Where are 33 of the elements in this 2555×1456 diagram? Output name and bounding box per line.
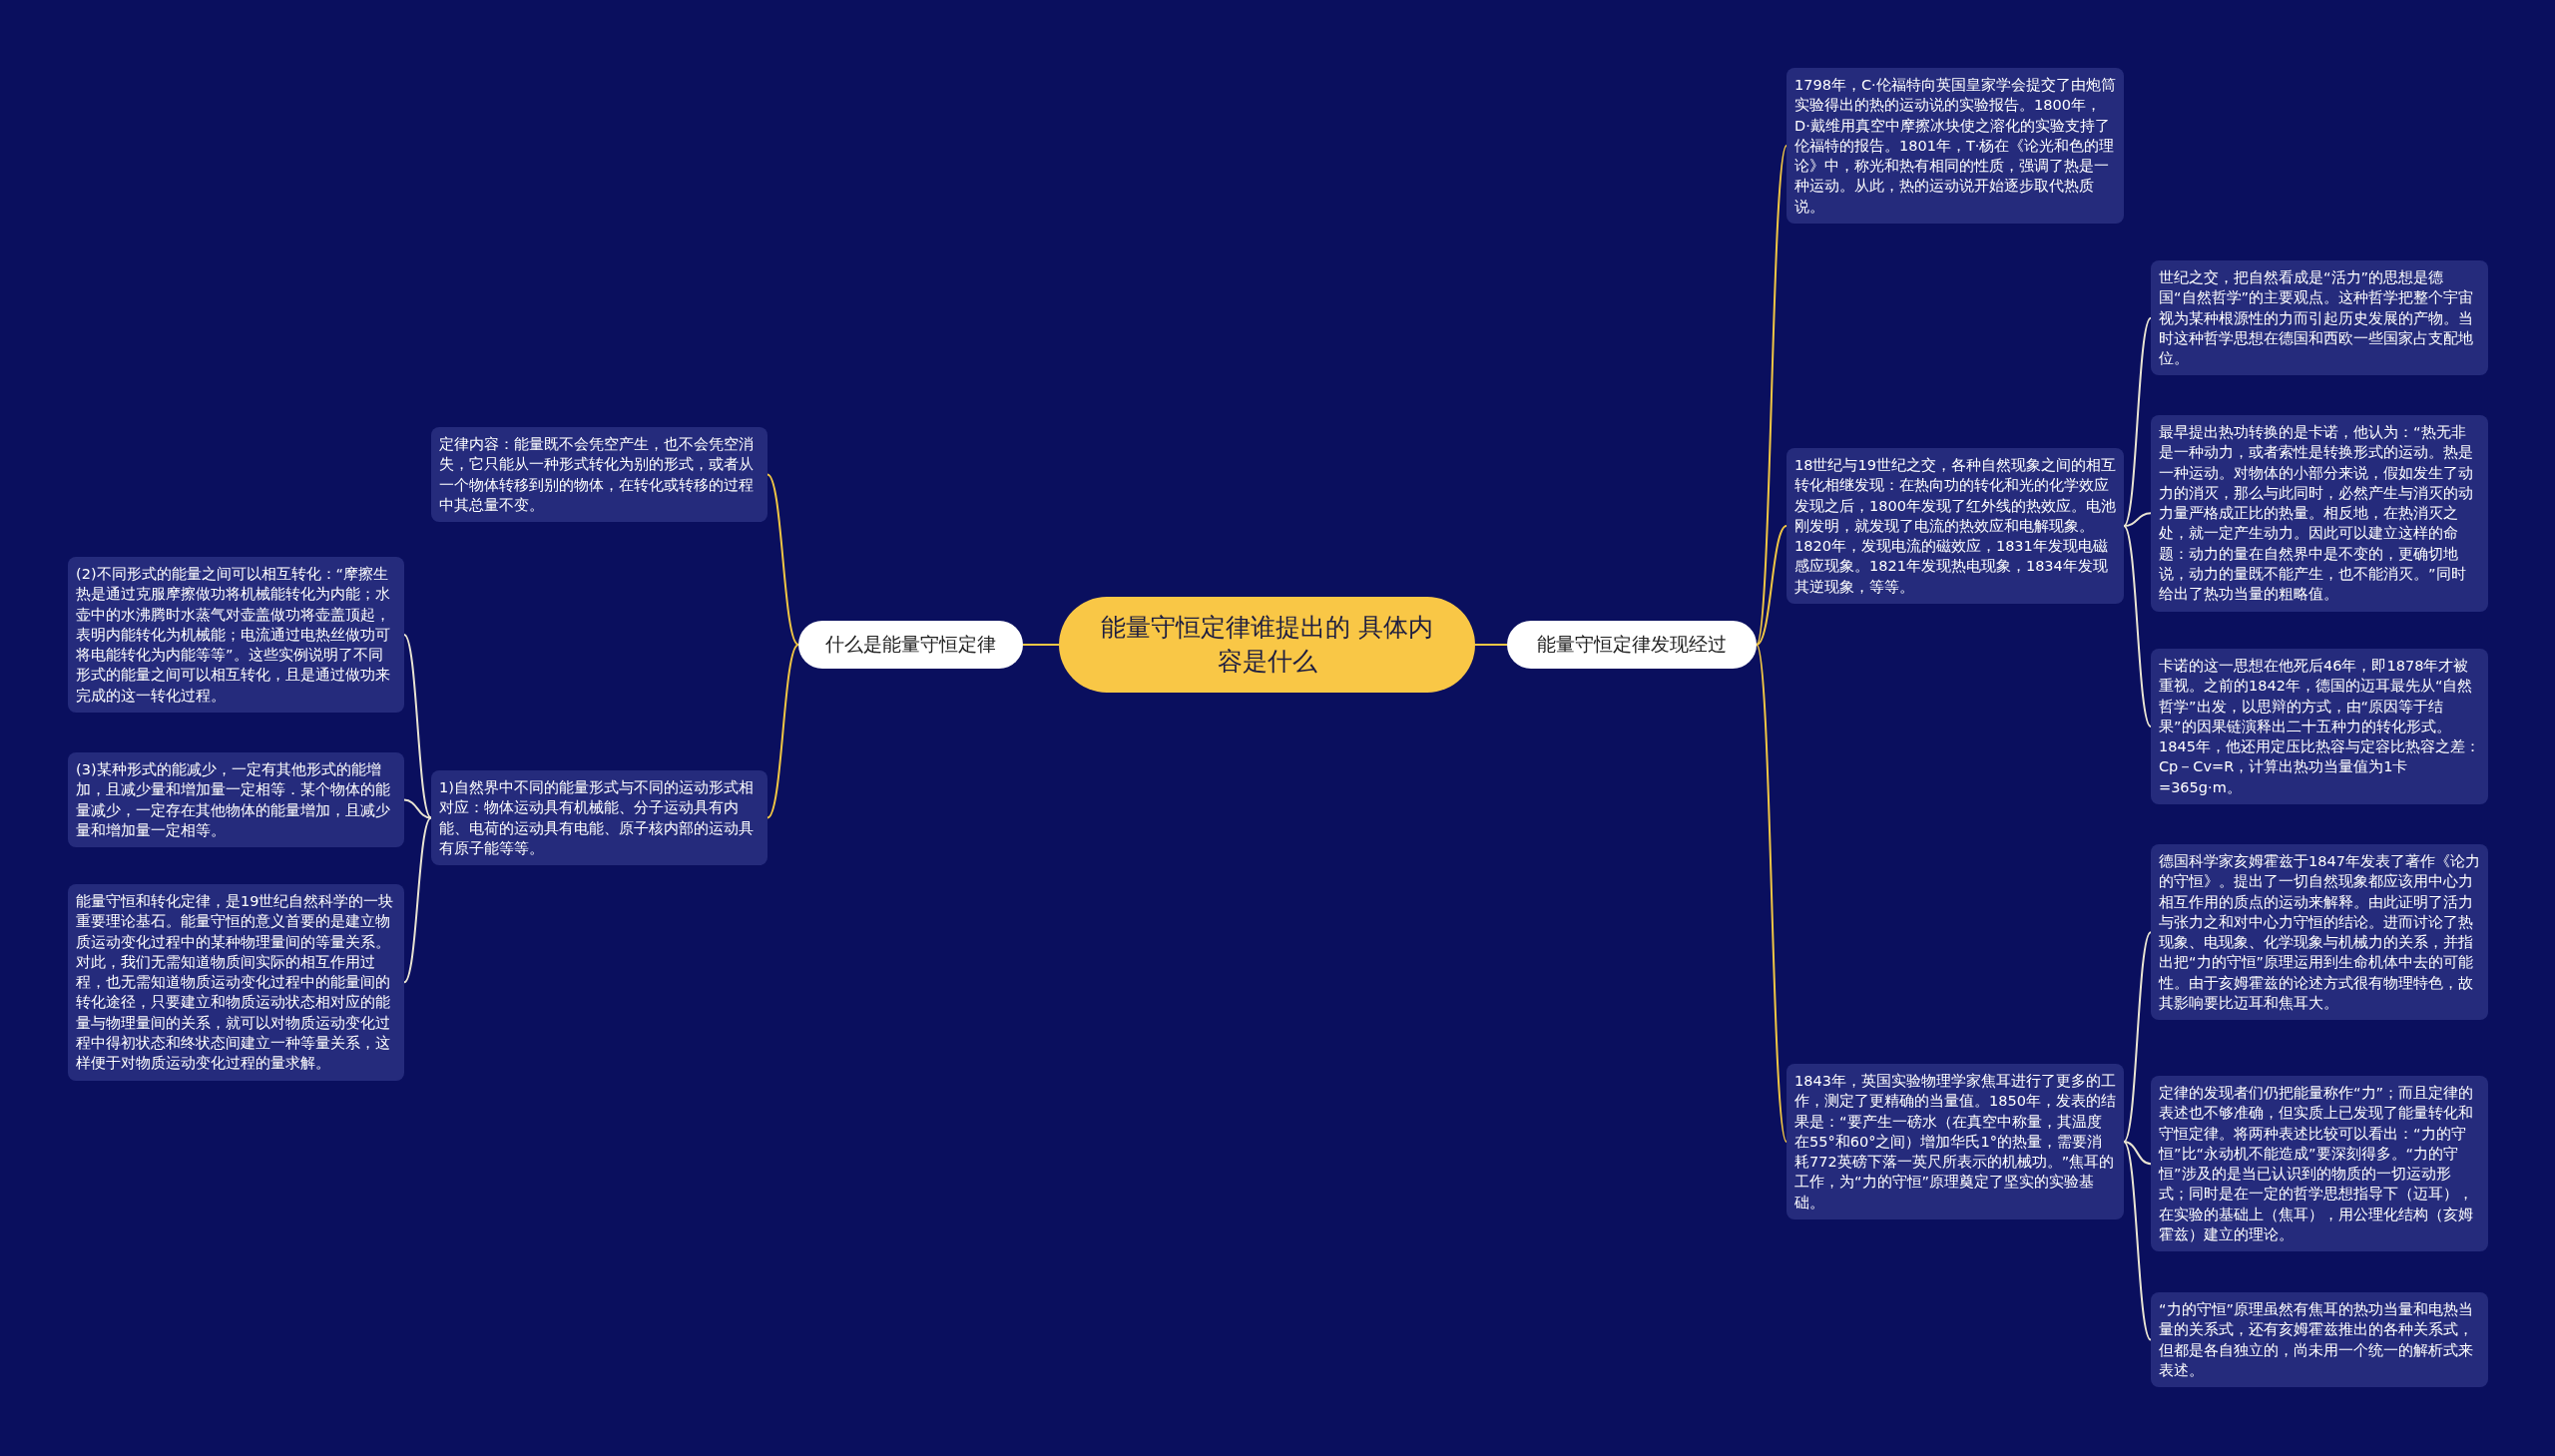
text-card: 1843年，英国实验物理学家焦耳进行了更多的工作，测定了更精确的当量值。1850年，发表的结果是：“要产生一磅水（在真空中称量，其温度在55°和60°之间）增加华氏1°的热量，需要消耗772英磅下落一英尺所表示的机械功。”焦耳的工作，为“力的守恒”原理奠定了坚实的实验基础。: [1787, 1064, 2124, 1220]
connector-line: [766, 473, 799, 646]
text-card: 最早提出热功转换的是卡诺，他认为：“热无非是一种动力，或者索性是转换形式的运动。热是一种运动。对物体的小部分来说，假如发生了动力的消灭，那么与此同时，必然产生与消灭的动力量严格成正比的热量。相反地，在热消灭之处，就一定产生动力。因此可以建立这样的命题：动力的量在自然界中是不变的，更确切地说，动力的量既不能产生，也不能消灭。”同时给出了热功当量的粗略值。: [2151, 415, 2488, 612]
text-card: 定律内容：能量既不会凭空产生，也不会凭空消失，它只能从一种形式转化为别的形式，或者从一个物体转移到别的物体，在转化或转移的过程中其总量不变。: [431, 427, 767, 523]
text-card: 德国科学家亥姆霍兹于1847年发表了著作《论力的守恒》。提出了一切自然现象都应该用中心力相互作用的质点的运动来解释。由此证明了活力与张力之和对中心力守恒的结论。进而讨论了热现象、电现象、化学现象与机械力的关系，并指出把“力的守恒”原理运用到生命机体中去的可能性。由于亥姆霍兹的论述方式很有物理特色，故其影响要比迈耳和焦耳大。: [2151, 844, 2488, 1021]
text-card: “力的守恒”原理虽然有焦耳的热功当量和电热当量的关系式，还有亥姆霍兹推出的各种关系式，但都是各自独立的，尚未用一个统一的解析式来表述。: [2151, 1292, 2488, 1388]
connector-line: [2123, 1141, 2152, 1341]
connector-line: [766, 644, 799, 819]
connector-line: [2123, 931, 2152, 1144]
connector-line: [403, 798, 432, 819]
connector-line: [1022, 644, 1060, 646]
branch-topic: 什么是能量守恒定律: [798, 621, 1023, 669]
text-card: 定律的发现者们仍把能量称作“力”；而且定律的表述也不够准确，但实质上已发现了能量转化和守恒定律。将两种表述比较可以看出：“力的守恒”比“永动机不能造成”要深刻得多。“力的守恒”涉及的是当已认识到的物质的一切运动形式；同时是在一定的哲学思想指导下（迈耳），在实验的基础上（焦耳），用公理化结构（亥姆霍兹）建立的理论。: [2151, 1076, 2488, 1252]
text-card: (3)某种形式的能减少，一定有其他形式的能增加，且减少量和增加量一定相等．某个物体的能量减少，一定存在其他物体的能量增加，且减少量和增加量一定相等。: [68, 752, 404, 848]
connector-line: [2123, 316, 2152, 528]
connector-line: [1474, 644, 1508, 646]
connector-line: [2123, 1141, 2152, 1166]
text-card: (2)不同形式的能量之间可以相互转化：“摩擦生热是通过克服摩擦做功将机械能转化为内能；水壶中的水沸腾时水蒸气对壶盖做功将壶盖顶起，表明内能转化为机械能；电流通过电热丝做功可将电能转化为内能等等”。这些实例说明了不同形式的能量之间可以相互转化，且是通过做功来完成的这一转化过程。: [68, 557, 404, 714]
connector-line: [1756, 145, 1788, 646]
text-card: 能量守恒和转化定律，是19世纪自然科学的一块重要理论基石。能量守恒的意义首要的是建立物质运动变化过程中的某种物理量间的等量关系。对此，我们无需知道物质间实际的相互作用过程，也无需知道物质运动变化过程中的能量间的转化途径，只要建立和物质运动状态相对应的能量与物理量间的关系，就可以对物质运动变化过程中得初状态和终状态间建立一种等量关系，这样便于对物质运动变化过程的量求解。: [68, 884, 404, 1081]
central-topic: 能量守恒定律谁提出的 具体内容是什么: [1059, 597, 1475, 693]
connector-line: [403, 634, 432, 819]
text-card: 世纪之交，把自然看成是“活力”的思想是德国“自然哲学”的主要观点。这种哲学把整个宇宙视为某种根源性的力而引起历史发展的产物。当时这种哲学思想在德国和西欧一些国家占支配地位。: [2151, 260, 2488, 376]
connector-line: [2123, 512, 2152, 528]
connector-line: [403, 816, 432, 984]
connector-line: [1756, 644, 1788, 1144]
text-card: 1798年，C·伦福特向英国皇家学会提交了由炮筒实验得出的热的运动说的实验报告。1800年，D·戴维用真空中摩擦冰块使之溶化的实验支持了伦福特的报告。1801年，T·杨在《论光和色的理论》中，称光和热有相同的性质，强调了热是一种运动。从此，热的运动说开始逐步取代热质说。: [1787, 68, 2124, 225]
text-card: 卡诺的这一思想在他死后46年，即1878年才被重视。之前的1842年，德国的迈耳最先从“自然哲学”出发，以思辩的方式，由“原因等于结果”的因果链演释出二十五种力的转化形式。1845年，他还用定压比热容与定容比热容之差：Cp－Cv=R，计算出热功当量值为1卡=365g·m。: [2151, 649, 2488, 805]
text-card: 18世纪与19世纪之交，各种自然现象之间的相互转化相继发现：在热向功的转化和光的化学效应发现之后，1800年发现了红外线的热效应。电池刚发明，就发现了电流的热效应和电解现象。1820年，发现电流的磁效应，1831年发现电磁感应现象。1821年发现热电现象，1834年发现其逆现象，等等。: [1787, 448, 2124, 605]
connector-line: [1756, 525, 1788, 646]
branch-topic: 能量守恒定律发现经过: [1507, 621, 1757, 669]
text-card: 1)自然界中不同的能量形式与不同的运动形式相对应：物体运动具有机械能、分子运动具有内能、电荷的运动具有电能、原子核内部的运动具有原子能等等。: [431, 770, 767, 866]
connector-line: [2123, 525, 2152, 728]
